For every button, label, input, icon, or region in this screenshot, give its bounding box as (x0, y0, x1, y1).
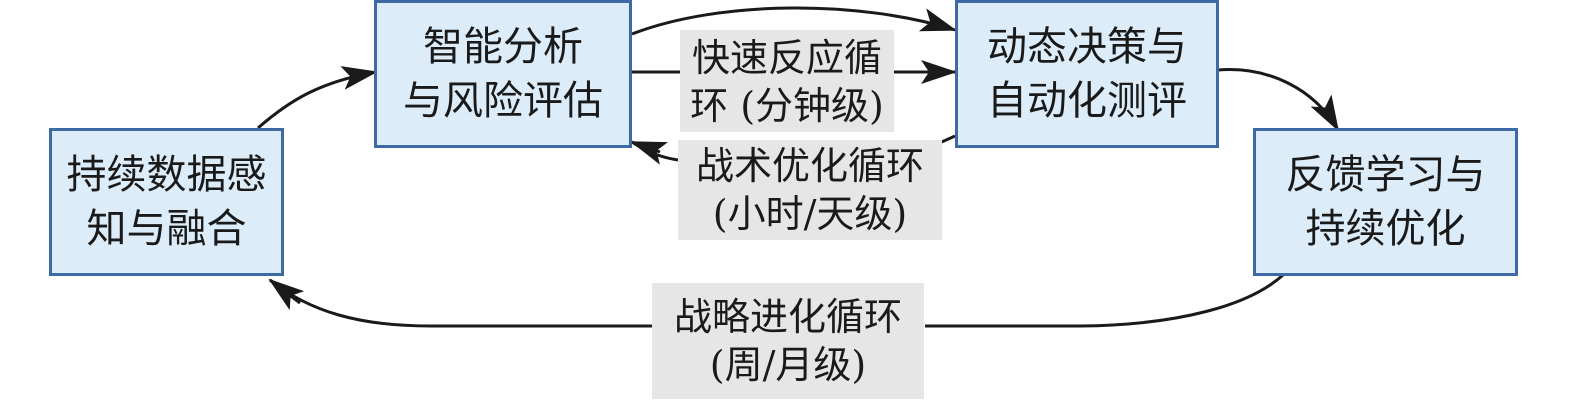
node-decision[interactable]: 动态决策与 自动化测评 (955, 0, 1219, 148)
label-fast-loop-line1: 快速反应循 (691, 36, 882, 80)
node-analysis[interactable]: 智能分析 与风险评估 (374, 0, 632, 148)
label-fast-loop: 快速反应循 环 (分钟级) (680, 30, 894, 132)
label-strategic-loop-line2: (周/月级) (709, 343, 867, 387)
arrow-perception-to-analysis (257, 66, 378, 130)
arrow-strategic-loop-head (268, 278, 305, 311)
arrow-decision-to-feedback (1217, 68, 1340, 132)
label-strategic-loop: 战略进化循环 (周/月级) (652, 283, 924, 399)
arrow-tactical-loop-head (630, 140, 669, 165)
label-tactical-loop-line2: (小时/天级) (712, 192, 908, 236)
node-decision-line2: 自动化测评 (987, 78, 1187, 124)
node-decision-line1: 动态决策与 (987, 24, 1187, 70)
node-feedback[interactable]: 反馈学习与 持续优化 (1253, 128, 1518, 276)
arrow-analysis-to-decision-upper (631, 6, 957, 36)
node-analysis-line2: 与风险评估 (403, 78, 603, 124)
label-fast-loop-line2: 环 (分钟级) (690, 84, 884, 128)
node-perception-line1: 持续数据感 (66, 152, 267, 198)
node-feedback-line2: 持续优化 (1305, 206, 1466, 252)
node-analysis-line1: 智能分析 (423, 24, 583, 70)
node-perception-line2: 知与融合 (86, 206, 247, 252)
label-tactical-loop: 战术优化循环 (小时/天级) (678, 140, 942, 240)
node-feedback-line1: 反馈学习与 (1285, 152, 1486, 198)
node-perception[interactable]: 持续数据感 知与融合 (49, 128, 284, 276)
label-strategic-loop-line1: 战略进化循环 (673, 295, 902, 339)
label-tactical-loop-line1: 战术优化循环 (695, 144, 924, 188)
